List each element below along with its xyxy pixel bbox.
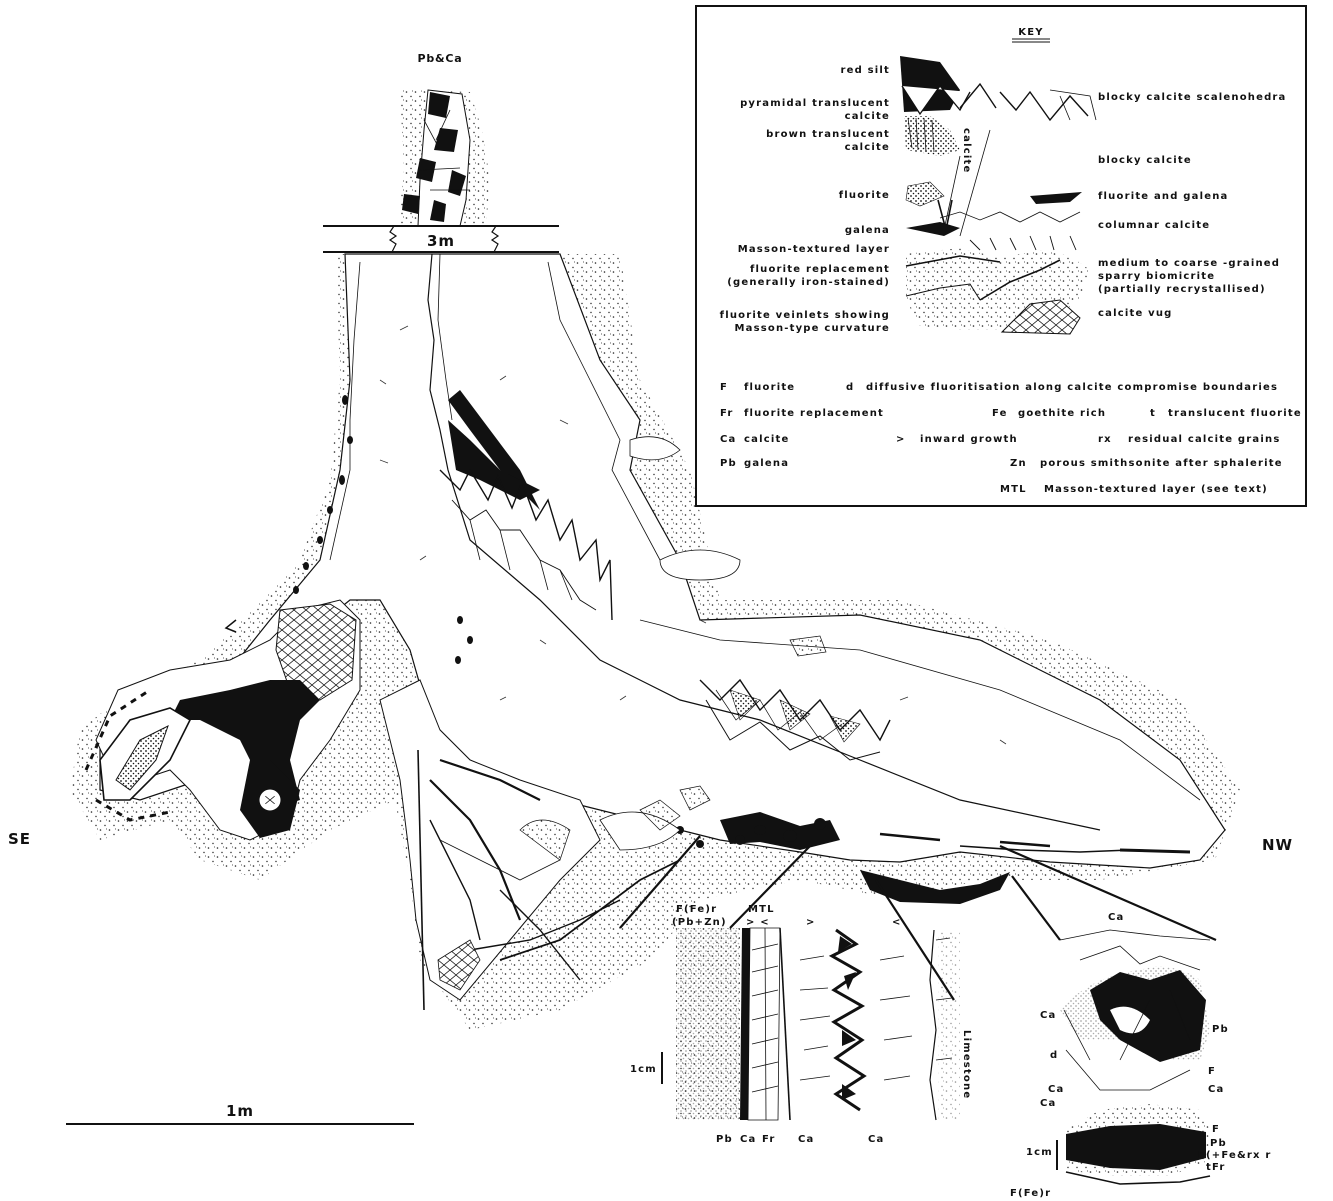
svg-text:calcite vug: calcite vug xyxy=(1098,308,1173,319)
svg-text:medium to coarse -grained: medium to coarse -grained xyxy=(1098,258,1280,269)
svg-text:F(Fe)r: F(Fe)r xyxy=(1010,1188,1051,1199)
svg-text:> <: > < xyxy=(746,917,770,928)
svg-text:galena: galena xyxy=(744,458,789,469)
gap-label: 3m xyxy=(427,232,455,250)
svg-text:F: F xyxy=(720,382,728,393)
svg-text:galena: galena xyxy=(845,225,890,236)
svg-text:inward growth: inward growth xyxy=(920,434,1018,445)
svg-text:brown translucent: brown translucent xyxy=(766,129,890,140)
svg-text:calcite: calcite xyxy=(744,434,789,445)
svg-text:Zn: Zn xyxy=(1010,458,1027,469)
svg-text:Pb: Pb xyxy=(720,458,737,469)
svg-text:MTL: MTL xyxy=(1000,484,1027,495)
svg-text:1cm: 1cm xyxy=(630,1064,657,1075)
svg-text:d: d xyxy=(846,382,854,393)
top-fragment-label: Pb&Ca xyxy=(417,52,462,65)
svg-text:Ca: Ca xyxy=(1208,1084,1225,1095)
svg-text:Fe: Fe xyxy=(992,408,1008,419)
svg-text:goethite rich: goethite rich xyxy=(1018,408,1106,419)
svg-text:Masson-textured layer (see tex: Masson-textured layer (see text) xyxy=(1044,484,1268,495)
svg-text:tFr: tFr xyxy=(1206,1162,1226,1173)
scale-bar: 1m xyxy=(66,1102,414,1124)
svg-text:columnar calcite: columnar calcite xyxy=(1098,220,1210,231)
svg-text:(Pb+Zn): (Pb+Zn) xyxy=(672,917,727,928)
svg-text:fluorite replacement: fluorite replacement xyxy=(750,264,890,275)
svg-text:(generally iron-stained): (generally iron-stained) xyxy=(727,277,890,288)
svg-text:Masson-textured layer: Masson-textured layer xyxy=(738,244,890,255)
svg-text:1m: 1m xyxy=(226,1102,254,1120)
svg-text:fluorite and galena: fluorite and galena xyxy=(1098,191,1228,202)
svg-text:<: < xyxy=(892,917,902,928)
key-title: KEY xyxy=(1018,27,1043,38)
inset-crystal-detail: Ca Ca Pb F d Ca Ca Ca 1cm F Pb F(+Fe&rx … xyxy=(1010,912,1272,1199)
svg-text:blocky calcite: blocky calcite xyxy=(1098,155,1192,166)
upper-vein-fragment xyxy=(398,90,490,226)
svg-text:d: d xyxy=(1050,1050,1058,1061)
svg-text:Ca: Ca xyxy=(868,1134,885,1145)
svg-text:translucent fluorite: translucent fluorite xyxy=(1168,408,1302,419)
svg-text:Ca: Ca xyxy=(720,434,737,445)
svg-text:t: t xyxy=(1150,408,1156,419)
svg-text:fluorite replacement: fluorite replacement xyxy=(744,408,884,419)
svg-text:calcite: calcite xyxy=(845,142,890,153)
svg-text:F: F xyxy=(1212,1124,1220,1135)
svg-text:Ca: Ca xyxy=(1108,912,1125,923)
svg-text:Limestone: Limestone xyxy=(961,1030,972,1099)
svg-text:Fr: Fr xyxy=(762,1134,776,1145)
svg-text:1cm: 1cm xyxy=(1026,1147,1053,1158)
svg-text:red silt: red silt xyxy=(840,65,890,76)
key-vertical-label: calcite xyxy=(961,128,972,173)
orientation-se: SE xyxy=(8,830,31,848)
svg-text:Fr: Fr xyxy=(720,408,734,419)
svg-text:residual calcite grains: residual calcite grains xyxy=(1128,434,1280,445)
svg-text:F(+Fe&rx r: F(+Fe&rx r xyxy=(1198,1150,1272,1161)
svg-text:rx: rx xyxy=(1098,434,1112,445)
svg-text:fluorite veinlets showing: fluorite veinlets showing xyxy=(720,310,890,321)
svg-text:fluorite: fluorite xyxy=(744,382,795,393)
svg-text:porous smithsonite after sphal: porous smithsonite after sphalerite xyxy=(1040,458,1283,469)
svg-text:>: > xyxy=(806,917,816,928)
svg-text:>: > xyxy=(896,434,906,445)
svg-text:Ca: Ca xyxy=(1040,1010,1057,1021)
svg-text:Ca: Ca xyxy=(740,1134,757,1145)
svg-text:Pb: Pb xyxy=(1212,1024,1229,1035)
svg-text:sparry biomicrite: sparry biomicrite xyxy=(1098,271,1215,282)
orientation-nw: NW xyxy=(1262,836,1293,854)
svg-text:blocky calcite scalenohedra: blocky calcite scalenohedra xyxy=(1098,92,1287,103)
svg-text:pyramidal translucent: pyramidal translucent xyxy=(740,98,890,109)
svg-text:MTL: MTL xyxy=(748,904,775,915)
svg-text:F: F xyxy=(1208,1066,1216,1077)
svg-text:F(Fe)r: F(Fe)r xyxy=(676,904,717,915)
svg-text:diffusive fluoritisation along: diffusive fluoritisation along calcite c… xyxy=(866,382,1278,393)
svg-text:calcite: calcite xyxy=(845,111,890,122)
svg-text:fluorite: fluorite xyxy=(839,190,890,201)
svg-text:Ca: Ca xyxy=(1048,1084,1065,1095)
svg-text:Masson-type curvature: Masson-type curvature xyxy=(734,323,890,334)
svg-text:(partially recrystallised): (partially recrystallised) xyxy=(1098,284,1266,295)
svg-text:Pb: Pb xyxy=(1210,1138,1227,1149)
svg-text:Ca: Ca xyxy=(1040,1098,1057,1109)
key-box: KEY red silt pyramidal translu xyxy=(696,6,1306,506)
svg-text:Ca: Ca xyxy=(798,1134,815,1145)
svg-text:Pb: Pb xyxy=(716,1134,733,1145)
